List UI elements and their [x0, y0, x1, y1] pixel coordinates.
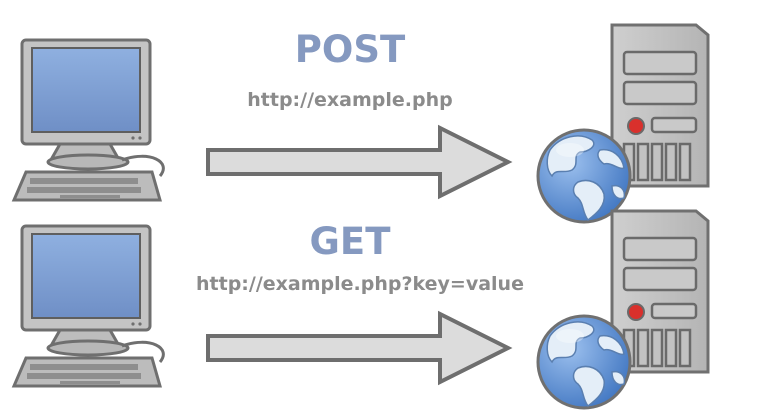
globe-icon-get — [536, 314, 632, 410]
globe-icon-post — [536, 128, 632, 224]
client-computer-icon-post — [12, 38, 165, 202]
post-url-label: http://example.php — [247, 89, 453, 111]
request-arrow-post — [206, 126, 510, 198]
request-arrow-get — [206, 312, 510, 384]
get-url-label: http://example.php?key=value — [196, 273, 524, 295]
client-computer-icon-get — [12, 224, 165, 388]
get-method-label: GET — [309, 220, 391, 263]
post-method-label: POST — [294, 28, 406, 71]
